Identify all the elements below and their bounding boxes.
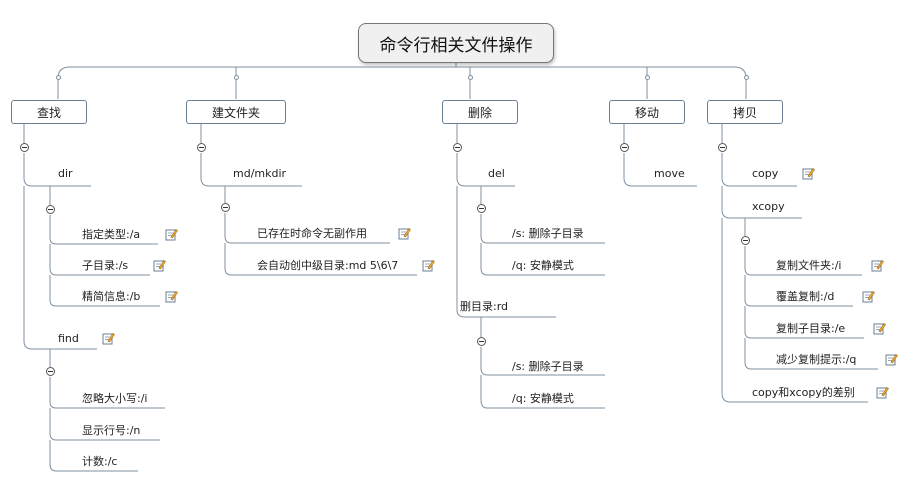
branch-mkdir[interactable]: 建文件夹 — [186, 100, 286, 124]
topic-find-item[interactable]: 计数:/c — [82, 455, 118, 468]
branch-delete[interactable]: 删除 — [442, 100, 518, 124]
note-icon[interactable] — [876, 386, 889, 399]
topic-xcopy-item[interactable]: 减少复制提示:/q — [776, 353, 857, 366]
topic-find-item[interactable]: 显示行号:/n — [82, 424, 141, 437]
branch-move[interactable]: 移动 — [609, 100, 685, 124]
topic-dir-item[interactable]: 子目录:/s — [82, 259, 129, 272]
topic-find[interactable]: find — [58, 332, 79, 345]
topic-find-item[interactable]: 忽略大小写:/i — [82, 392, 148, 405]
branch-copy[interactable]: 拷贝 — [707, 100, 783, 124]
collapse-toggle[interactable] — [477, 337, 486, 346]
topic-dir-item[interactable]: 精简信息:/b — [82, 290, 141, 303]
topic-xcopy-item[interactable]: 覆盖复制:/d — [776, 290, 835, 303]
topic-copy[interactable]: copy — [752, 167, 779, 180]
note-icon[interactable] — [422, 259, 435, 272]
note-icon[interactable] — [802, 167, 815, 180]
topic-del[interactable]: del — [488, 167, 505, 180]
note-icon[interactable] — [871, 259, 884, 272]
topic-copy-xcopy-diff[interactable]: copy和xcopy的差别 — [752, 386, 855, 399]
topic-dir-item[interactable]: 指定类型:/a — [82, 228, 141, 241]
collapse-toggle[interactable] — [741, 236, 750, 245]
topic-xcopy-item[interactable]: 复制文件夹:/i — [776, 259, 842, 272]
connector-dot — [645, 75, 650, 80]
collapse-toggle[interactable] — [718, 143, 727, 152]
topic-rd-item[interactable]: /q: 安静模式 — [512, 392, 574, 405]
topic-xcopy-item[interactable]: 复制子目录:/e — [776, 322, 846, 335]
collapse-toggle[interactable] — [477, 204, 486, 213]
note-icon[interactable] — [165, 228, 178, 241]
collapse-toggle[interactable] — [46, 205, 55, 214]
collapse-toggle[interactable] — [46, 367, 55, 376]
note-icon[interactable] — [398, 227, 411, 240]
topic-md-mkdir[interactable]: md/mkdir — [233, 167, 287, 180]
topic-move[interactable]: move — [654, 167, 685, 180]
note-icon[interactable] — [165, 290, 178, 303]
collapse-toggle[interactable] — [221, 203, 230, 212]
connector-dot — [234, 75, 239, 80]
collapse-toggle[interactable] — [197, 143, 206, 152]
connector-dot — [468, 75, 473, 80]
topic-xcopy[interactable]: xcopy — [752, 200, 785, 213]
branch-search[interactable]: 查找 — [11, 100, 87, 124]
topic-del-item[interactable]: /s: 删除子目录 — [512, 227, 584, 240]
collapse-toggle[interactable] — [20, 143, 29, 152]
topic-mkdir-item[interactable]: 会自动创中级目录:md 5\6\7 — [257, 259, 399, 272]
note-icon[interactable] — [862, 290, 875, 303]
note-icon[interactable] — [873, 322, 886, 335]
note-icon[interactable] — [885, 353, 898, 366]
connector-dot — [744, 75, 749, 80]
collapse-toggle[interactable] — [453, 143, 462, 152]
topic-dir[interactable]: dir — [58, 167, 73, 180]
topic-rd-item[interactable]: /s: 删除子目录 — [512, 360, 584, 373]
collapse-toggle[interactable] — [620, 143, 629, 152]
root-topic[interactable]: 命令行相关文件操作 — [358, 23, 554, 63]
connector-dot — [56, 75, 61, 80]
topic-mkdir-item[interactable]: 已存在时命令无副作用 — [257, 227, 367, 240]
topic-rd[interactable]: 删目录:rd — [460, 300, 509, 313]
note-icon[interactable] — [153, 259, 166, 272]
note-icon[interactable] — [102, 332, 115, 345]
topic-del-item[interactable]: /q: 安静模式 — [512, 259, 574, 272]
